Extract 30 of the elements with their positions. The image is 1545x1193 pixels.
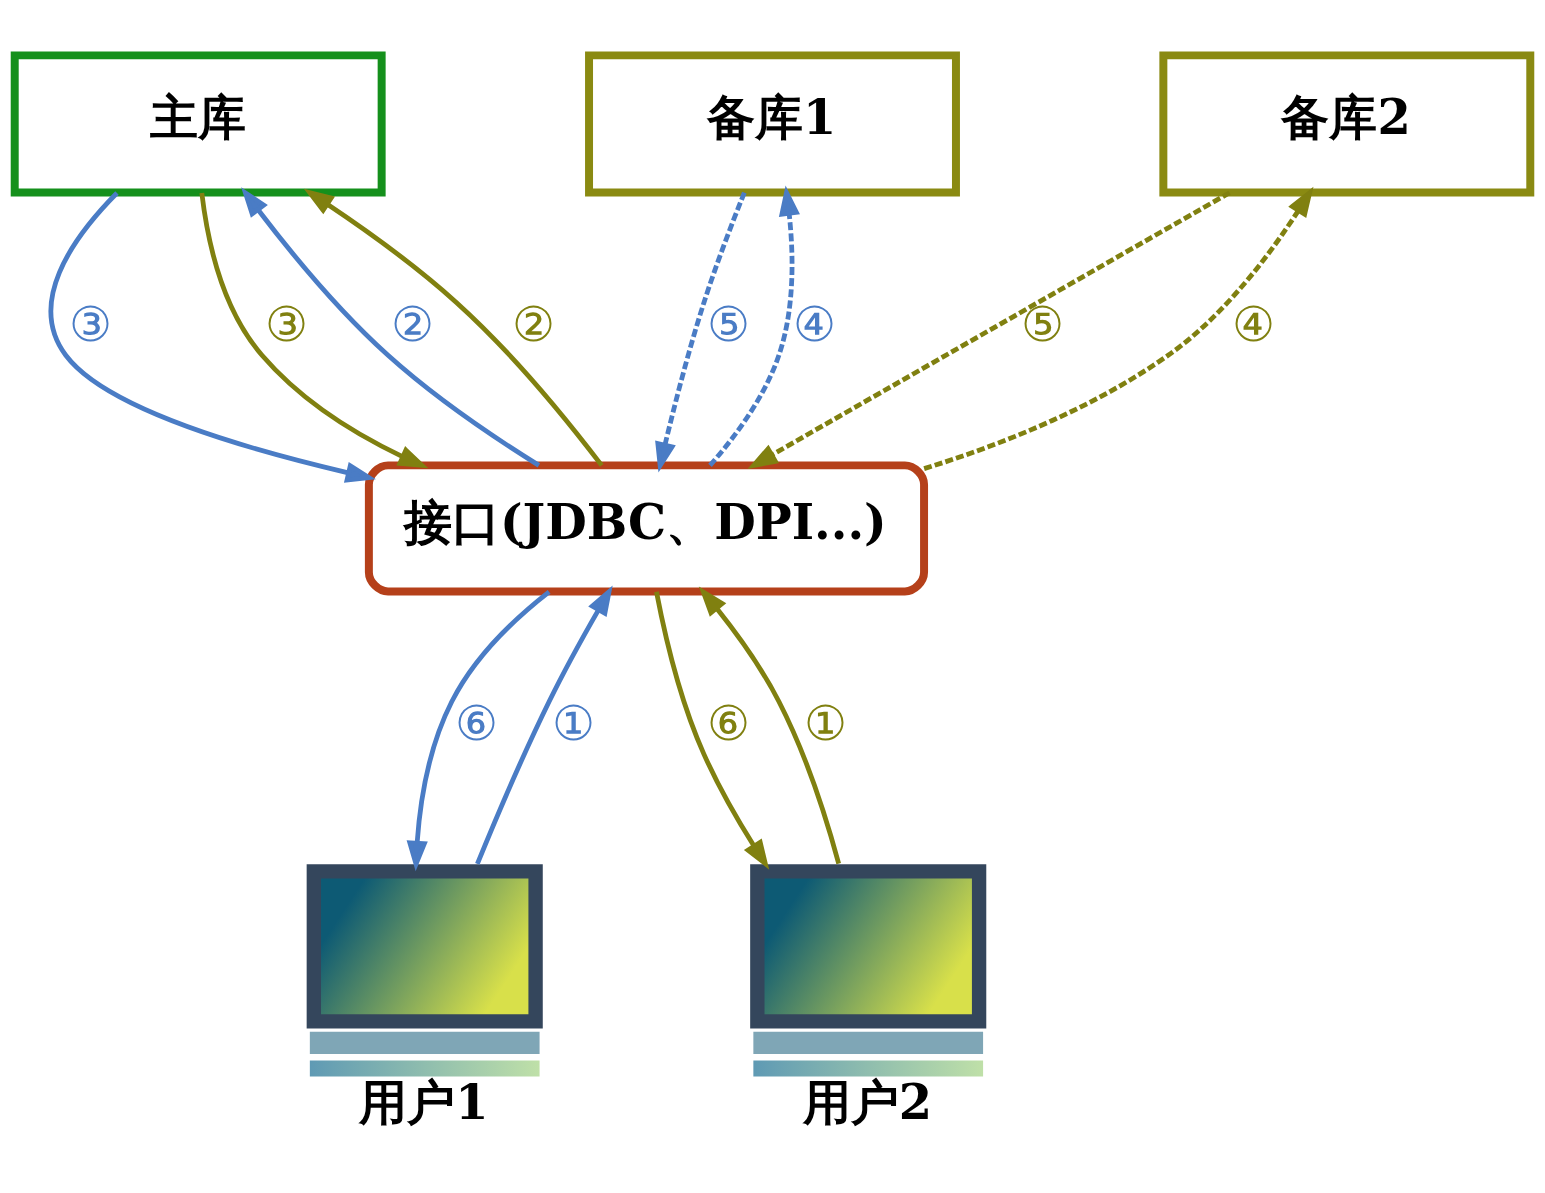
arrow (708, 185, 800, 467)
edge-label: ⑤ (707, 296, 751, 352)
arrow (475, 584, 613, 865)
arrow (654, 590, 770, 870)
arrow (199, 192, 429, 468)
edge-label: ② (391, 296, 435, 352)
arrow (655, 191, 747, 472)
arrow (698, 586, 841, 864)
edge-label: ③ (68, 296, 112, 352)
edge-label: ⑤ (1021, 296, 1065, 352)
arrow (303, 188, 604, 467)
edge-label: ④ (793, 296, 837, 352)
edge-label: ③ (265, 296, 309, 352)
arrow (923, 186, 1314, 471)
arrow (48, 190, 376, 483)
edge-label: ④ (1232, 296, 1275, 352)
edge-label: ⑥ (455, 695, 499, 751)
node-label: 用户1 (359, 1073, 489, 1130)
arrow (747, 190, 1231, 469)
node-box: 主库 (10, 50, 386, 197)
arrow (406, 589, 551, 871)
node-label: 用户2 (802, 1073, 933, 1130)
edge-label: ⑥ (707, 695, 751, 751)
node-box: 接口(JDBC、DPI...) (364, 460, 929, 595)
edge-label: ① (552, 695, 596, 751)
node-box: 备库2 (1159, 50, 1535, 197)
edge-label: ① (804, 695, 848, 751)
edge-label: ② (512, 296, 556, 352)
arrow (241, 186, 541, 467)
node-box: 备库1 (585, 50, 960, 197)
